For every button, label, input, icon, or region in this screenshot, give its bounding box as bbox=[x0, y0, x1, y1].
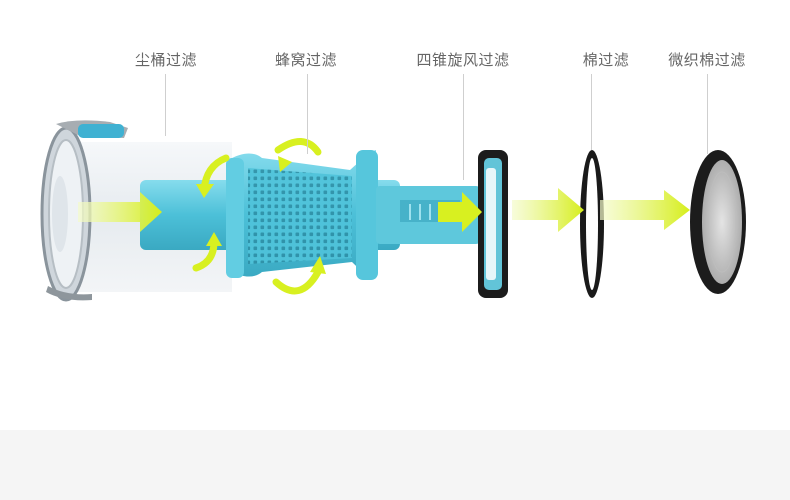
microfiber-filter bbox=[690, 150, 746, 294]
leader-line-cotton bbox=[591, 74, 592, 150]
swirl-arrow-icon bbox=[196, 154, 230, 198]
label-honeycomb-filter: 蜂窝过滤 bbox=[274, 51, 338, 69]
airflow-arrow-icon bbox=[438, 192, 482, 232]
label-cyclone-filter: 四锥旋风过滤 bbox=[416, 51, 510, 69]
swirl-arrow-icon bbox=[274, 138, 322, 172]
filter-diagram bbox=[40, 120, 746, 302]
leader-line-honeycomb bbox=[307, 74, 308, 154]
label-dust-bin-filter: 尘桶过滤 bbox=[134, 51, 198, 69]
swirl-arrow-icon bbox=[192, 232, 222, 272]
cotton-filter bbox=[580, 150, 604, 298]
leader-line-cyclone bbox=[463, 74, 464, 180]
product-illustration: 尘桶过滤 蜂窝过滤 四锥旋风过滤 棉过滤 微织棉过滤 bbox=[40, 51, 746, 302]
footer-band bbox=[0, 430, 790, 500]
airflow-arrow-icon bbox=[78, 192, 162, 232]
swirl-arrow-icon bbox=[272, 256, 326, 295]
label-microfiber-filter: 微织棉过滤 bbox=[668, 51, 746, 69]
honeycomb-filter bbox=[226, 150, 378, 280]
cyclone-ring bbox=[478, 150, 508, 298]
airflow-arrow-icon bbox=[512, 188, 584, 232]
label-cotton-filter: 棉过滤 bbox=[582, 51, 630, 69]
airflow-arrow-icon bbox=[600, 190, 690, 230]
dust-bin bbox=[40, 120, 232, 302]
leader-line-dust-bin bbox=[165, 74, 166, 136]
leader-line-microfiber bbox=[707, 74, 708, 154]
